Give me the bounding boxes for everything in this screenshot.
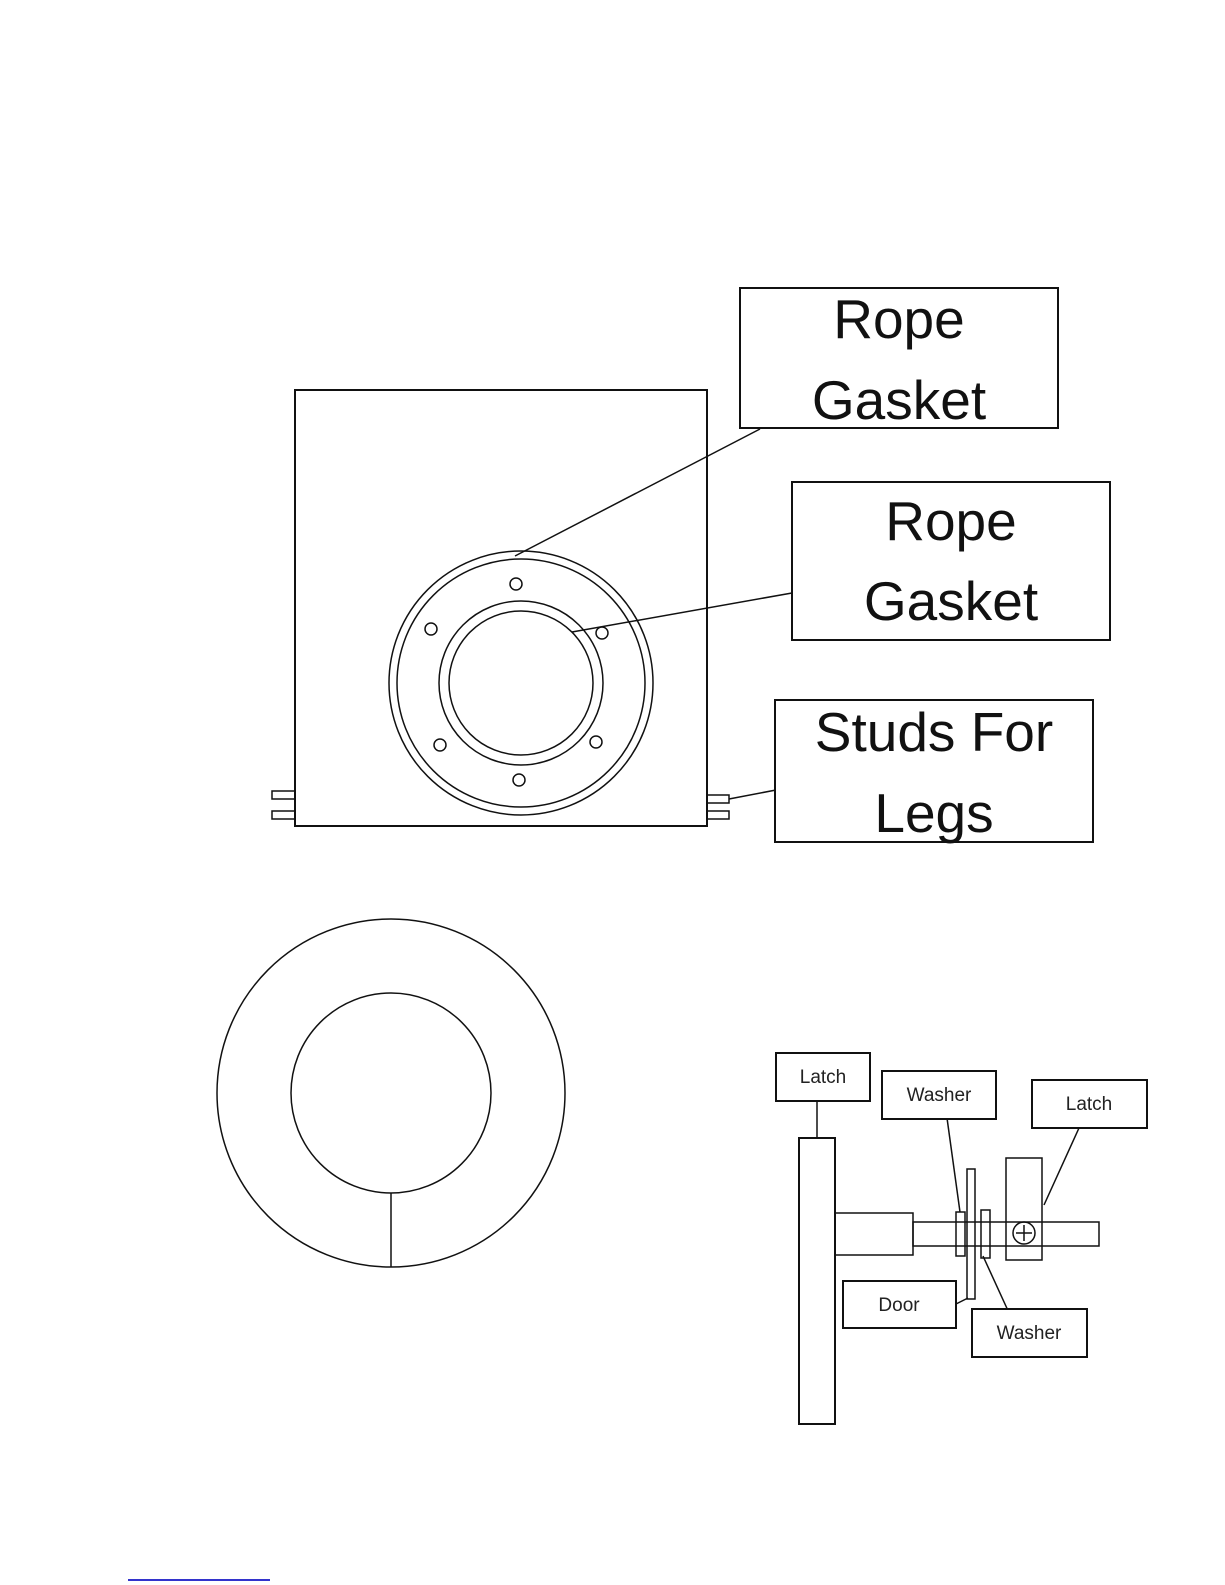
split-ring-gasket <box>217 919 565 1267</box>
bolt-hole <box>510 578 522 590</box>
leader-line-washer-top <box>947 1118 960 1212</box>
flue-opening <box>449 611 593 755</box>
leader-line-door <box>956 1298 968 1304</box>
label-washer-bottom: Washer <box>972 1309 1087 1357</box>
flange-outer-ring <box>389 551 653 815</box>
ring-inner-edge <box>291 993 491 1193</box>
label-door: Door <box>843 1281 956 1328</box>
label-text: Door <box>878 1295 920 1316</box>
leader-line-inner-gasket <box>572 593 792 632</box>
label-rope-gasket-inner: Rope Gasket <box>792 482 1110 640</box>
label-rope-gasket-outer: Rope Gasket <box>740 288 1058 431</box>
leg-stud-right-lower <box>707 811 729 819</box>
stove-body <box>295 390 707 826</box>
label-text: Washer <box>997 1323 1062 1344</box>
latch-hub <box>835 1213 913 1255</box>
label-text: Latch <box>1066 1094 1112 1115</box>
bolt-hole <box>590 736 602 748</box>
label-line: Gasket <box>864 570 1038 632</box>
label-line: Rope <box>885 490 1016 552</box>
latch-handle-bar <box>799 1138 835 1424</box>
leg-stud-left-upper <box>272 791 295 799</box>
label-line: Legs <box>874 782 993 844</box>
label-latch-left: Latch <box>776 1053 870 1101</box>
washer-top-part <box>956 1212 965 1256</box>
bolt-hole <box>513 774 525 786</box>
flange-outer-gasket-ring <box>397 559 645 807</box>
leader-line-latch-right <box>1044 1128 1079 1205</box>
label-latch-right: Latch <box>1032 1080 1147 1128</box>
label-text: Washer <box>907 1085 972 1106</box>
bolt-hole <box>425 623 437 635</box>
leg-stud-left-lower <box>272 811 295 819</box>
flange-inner-gasket-ring <box>439 601 603 765</box>
stove-body-front-view <box>272 390 729 826</box>
leader-line-outer-gasket <box>515 429 760 556</box>
label-line: Studs For <box>815 701 1053 763</box>
leg-stud-right-upper <box>707 795 729 803</box>
washer-bottom-part <box>981 1210 990 1258</box>
label-line: Gasket <box>812 369 986 431</box>
label-text: Latch <box>800 1067 846 1088</box>
label-line: Rope <box>833 288 964 350</box>
bolt-hole <box>434 739 446 751</box>
leader-line-washer-bottom <box>983 1256 1010 1315</box>
label-studs-for-legs: Studs For Legs <box>775 700 1093 844</box>
label-washer-top: Washer <box>882 1071 996 1119</box>
door-panel <box>967 1169 975 1299</box>
leader-line-studs <box>729 790 776 799</box>
bolt-hole <box>596 627 608 639</box>
